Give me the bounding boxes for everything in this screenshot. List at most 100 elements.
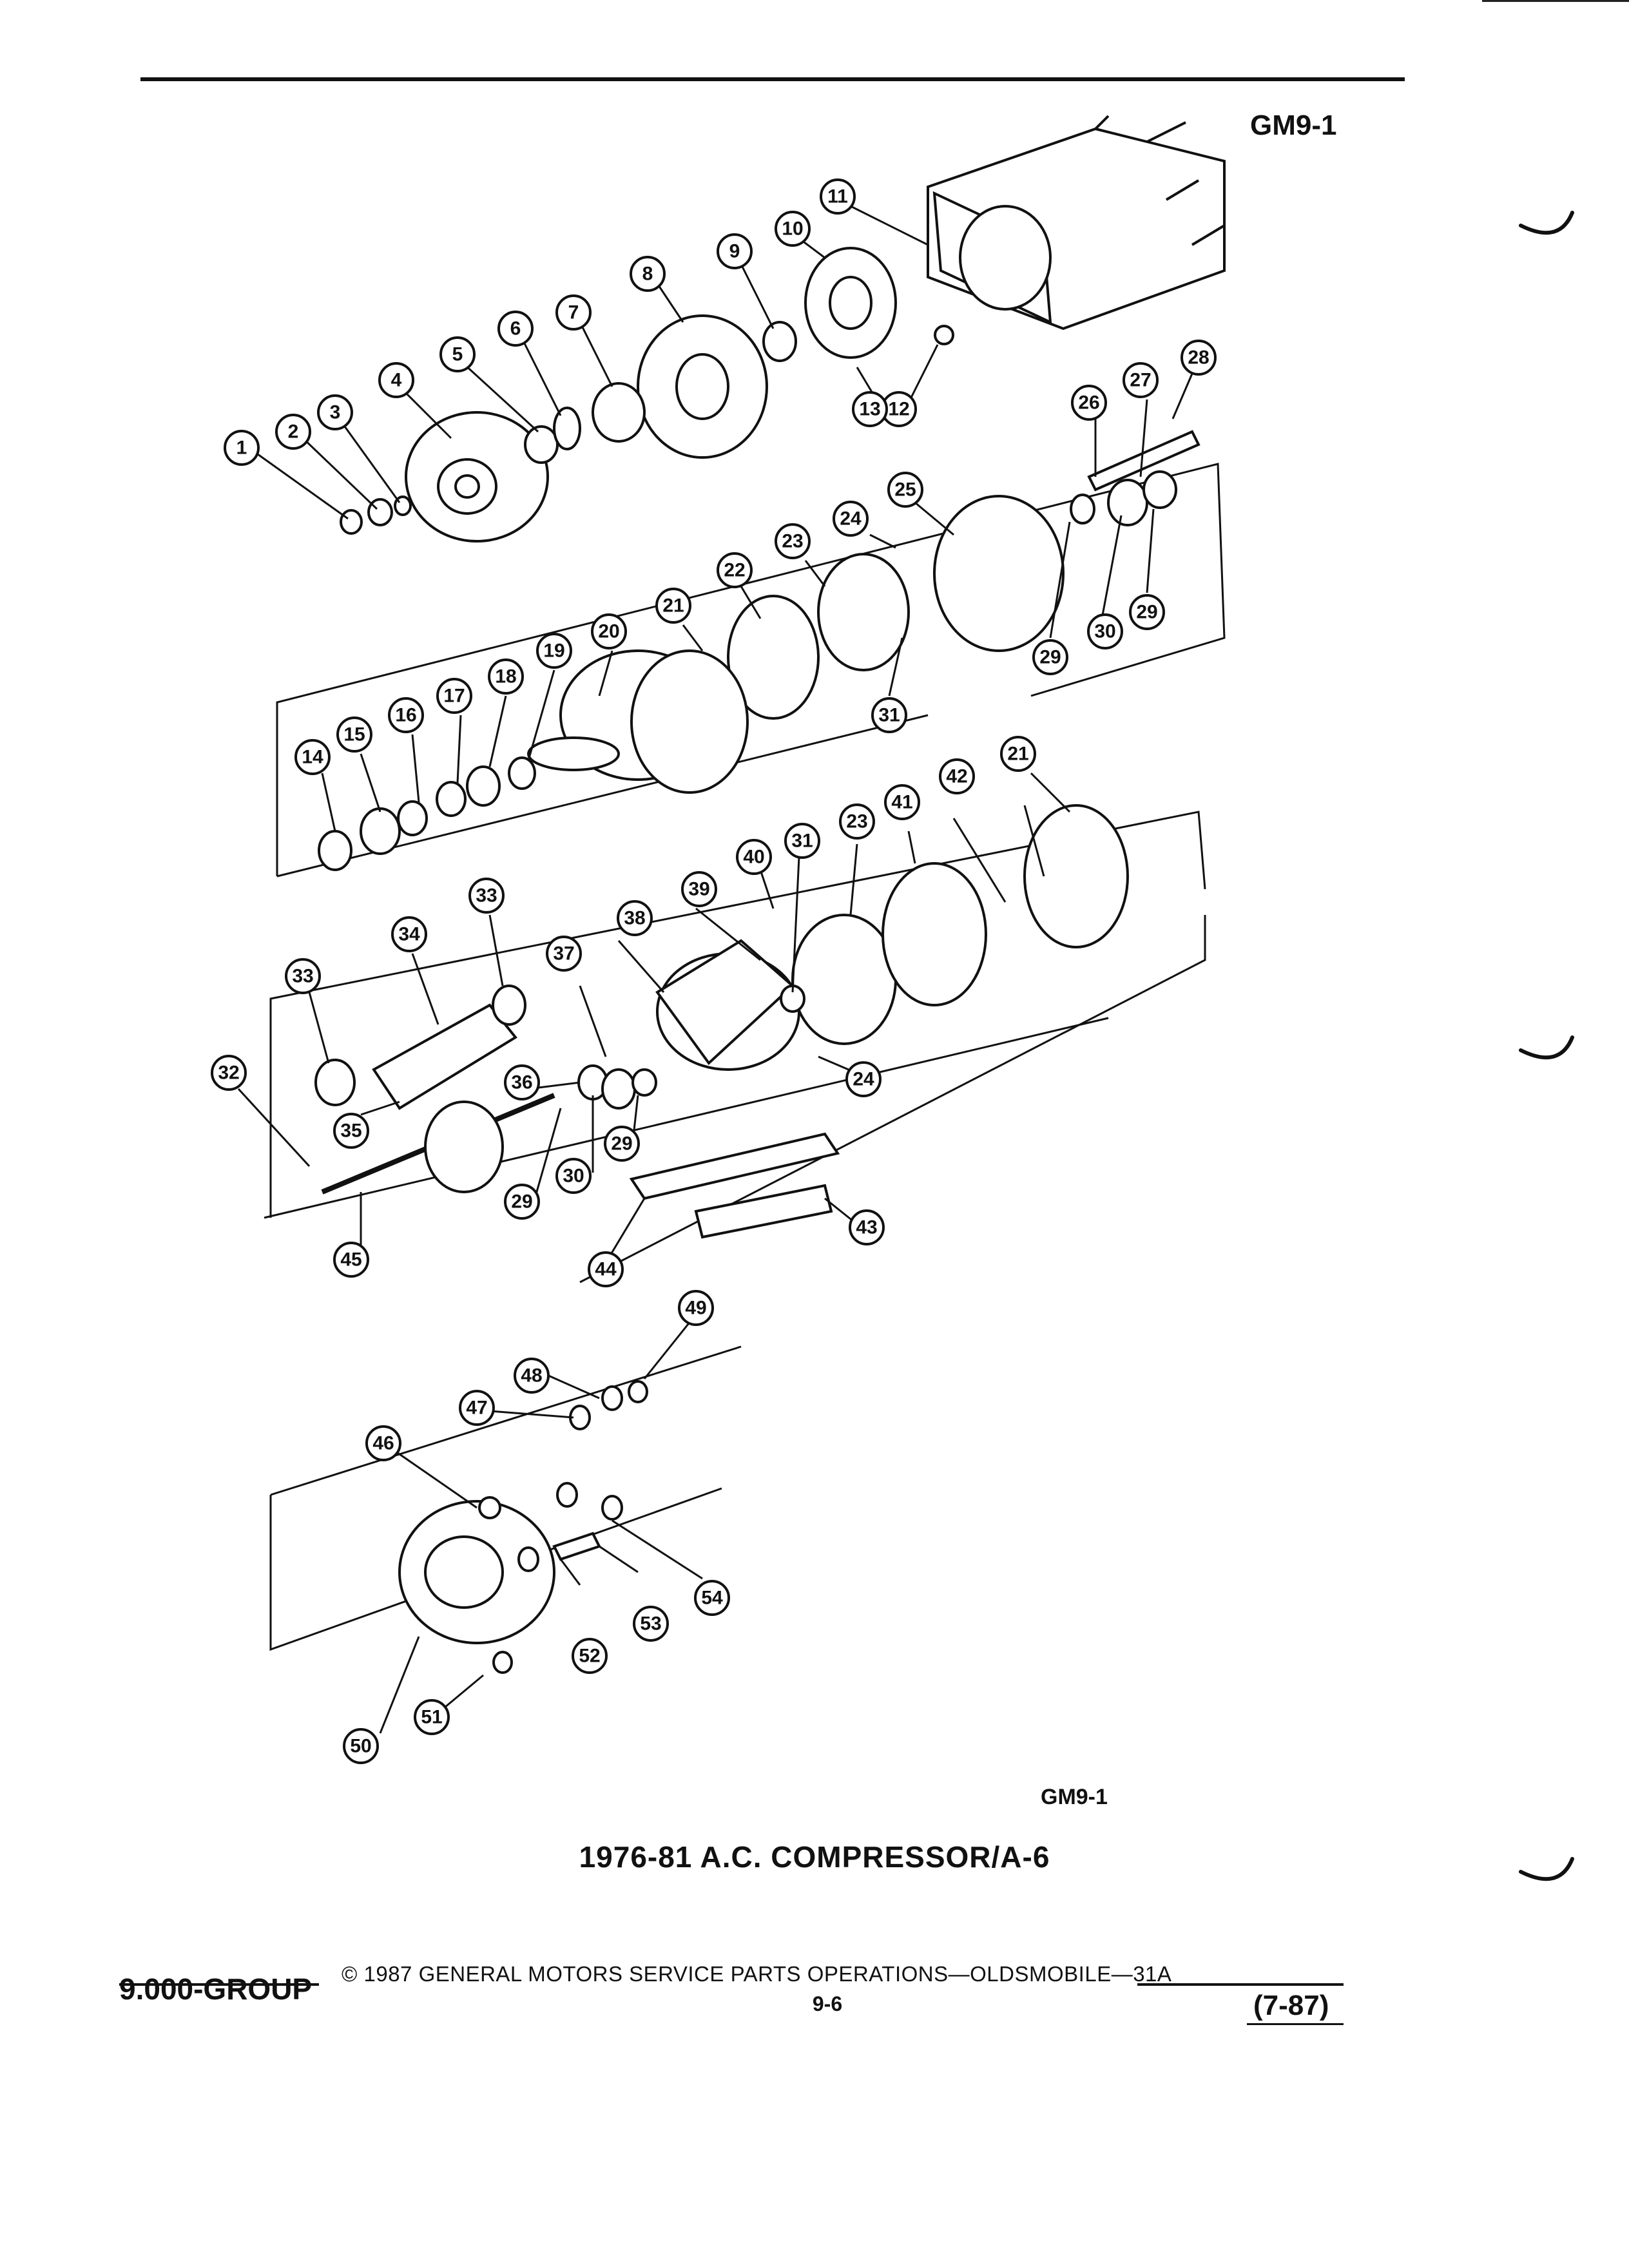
svg-text:45: 45 [340, 1249, 361, 1271]
svg-text:44: 44 [595, 1259, 617, 1280]
callout-21b: 21 [1000, 736, 1036, 772]
svg-text:14: 14 [302, 747, 323, 768]
callout-47: 47 [459, 1390, 495, 1426]
callout-29b: 29 [1129, 594, 1165, 630]
svg-text:6: 6 [510, 318, 521, 340]
svg-text:31: 31 [878, 705, 900, 726]
svg-text:31: 31 [791, 831, 813, 852]
svg-text:33: 33 [292, 966, 313, 987]
revision-date: (7-87) [1253, 1990, 1329, 2021]
svg-text:22: 22 [724, 560, 745, 581]
svg-text:11: 11 [827, 186, 848, 207]
callout-22: 22 [717, 552, 753, 588]
svg-text:16: 16 [395, 705, 416, 726]
callout-16: 16 [388, 697, 424, 733]
svg-text:13: 13 [859, 399, 880, 420]
top-right-rule [1482, 0, 1629, 2]
svg-text:32: 32 [218, 1062, 239, 1084]
svg-text:23: 23 [846, 811, 867, 832]
edge-mark-3 [1519, 1857, 1574, 1881]
svg-text:29: 29 [611, 1133, 632, 1155]
svg-text:4: 4 [391, 370, 402, 391]
svg-text:3: 3 [330, 402, 341, 423]
callout-53: 53 [633, 1606, 669, 1642]
callout-30: 30 [1087, 613, 1123, 649]
callout-40: 40 [736, 839, 772, 875]
callout-2: 2 [275, 414, 311, 450]
figure-code-top: GM9-1 [1250, 110, 1337, 141]
compressor-housing [927, 115, 1226, 331]
svg-text:40: 40 [743, 847, 764, 868]
svg-text:49: 49 [685, 1298, 706, 1319]
callout-38: 38 [617, 900, 653, 936]
callout-44: 44 [588, 1251, 624, 1287]
callout-50: 50 [343, 1728, 379, 1764]
svg-text:50: 50 [350, 1736, 371, 1757]
svg-text:25: 25 [894, 479, 916, 501]
svg-text:42: 42 [946, 766, 967, 787]
callout-25: 25 [887, 472, 923, 508]
footer-rule-date [1247, 2023, 1344, 2025]
svg-text:29: 29 [1039, 647, 1061, 668]
copyright-notice: © 1987 GENERAL MOTORS SERVICE PARTS OPER… [342, 1962, 1172, 1986]
callout-49: 49 [678, 1290, 714, 1326]
leader-lines [237, 205, 1193, 1734]
svg-text:43: 43 [856, 1217, 877, 1238]
callout-10: 10 [775, 211, 811, 247]
svg-text:36: 36 [511, 1072, 532, 1093]
callout-23b: 23 [839, 803, 875, 840]
figure-title: 1976-81 A.C. COMPRESSOR/A-6 [579, 1840, 1050, 1874]
svg-text:15: 15 [343, 724, 365, 745]
svg-text:37: 37 [553, 943, 574, 965]
svg-text:38: 38 [624, 908, 645, 929]
callout-19: 19 [536, 633, 572, 669]
callout-51: 51 [414, 1699, 450, 1735]
svg-text:35: 35 [340, 1120, 361, 1142]
callout-33: 33 [285, 958, 321, 994]
callout-28: 28 [1181, 340, 1217, 376]
front-head [398, 1380, 648, 1674]
svg-text:33: 33 [476, 885, 497, 907]
callout-26: 26 [1071, 385, 1107, 421]
callout-24: 24 [833, 501, 869, 537]
callout-11: 11 [820, 178, 856, 215]
callout-20: 20 [591, 613, 627, 649]
callout-23: 23 [775, 523, 811, 559]
svg-text:48: 48 [521, 1365, 542, 1387]
svg-text:34: 34 [398, 924, 420, 945]
callout-7: 7 [555, 294, 592, 331]
callout-21: 21 [655, 588, 691, 624]
svg-text:24: 24 [840, 508, 862, 530]
svg-text:7: 7 [568, 302, 579, 323]
callout-33b: 33 [468, 878, 505, 914]
callout-54: 54 [694, 1580, 730, 1616]
callout-14: 14 [294, 739, 331, 775]
callout-46: 46 [365, 1425, 401, 1461]
svg-text:52: 52 [579, 1646, 600, 1667]
footer-rule-right [1137, 1983, 1344, 1986]
middle-assembly [314, 804, 1129, 1239]
svg-text:12: 12 [888, 399, 909, 420]
callout-45: 45 [333, 1242, 369, 1278]
svg-text:47: 47 [466, 1398, 487, 1419]
callout-34: 34 [391, 916, 427, 952]
svg-text:29: 29 [511, 1191, 532, 1213]
callout-24b: 24 [845, 1061, 882, 1097]
svg-text:51: 51 [421, 1707, 442, 1728]
callout-3: 3 [317, 394, 353, 430]
callout-15: 15 [336, 716, 372, 753]
clutch-plate [405, 411, 549, 543]
svg-text:26: 26 [1078, 392, 1099, 414]
svg-text:54: 54 [701, 1588, 723, 1609]
callout-52: 52 [572, 1638, 608, 1674]
callout-12: 12 [881, 391, 917, 427]
callout-41: 41 [884, 784, 920, 820]
svg-text:1: 1 [236, 437, 247, 459]
front-seal-stack [318, 756, 536, 871]
callout-31b: 31 [784, 823, 820, 859]
callout-31: 31 [871, 697, 907, 733]
callout-29d: 29 [504, 1184, 540, 1220]
svg-text:19: 19 [543, 640, 564, 662]
callout-43: 43 [849, 1209, 885, 1245]
svg-text:41: 41 [891, 792, 912, 813]
